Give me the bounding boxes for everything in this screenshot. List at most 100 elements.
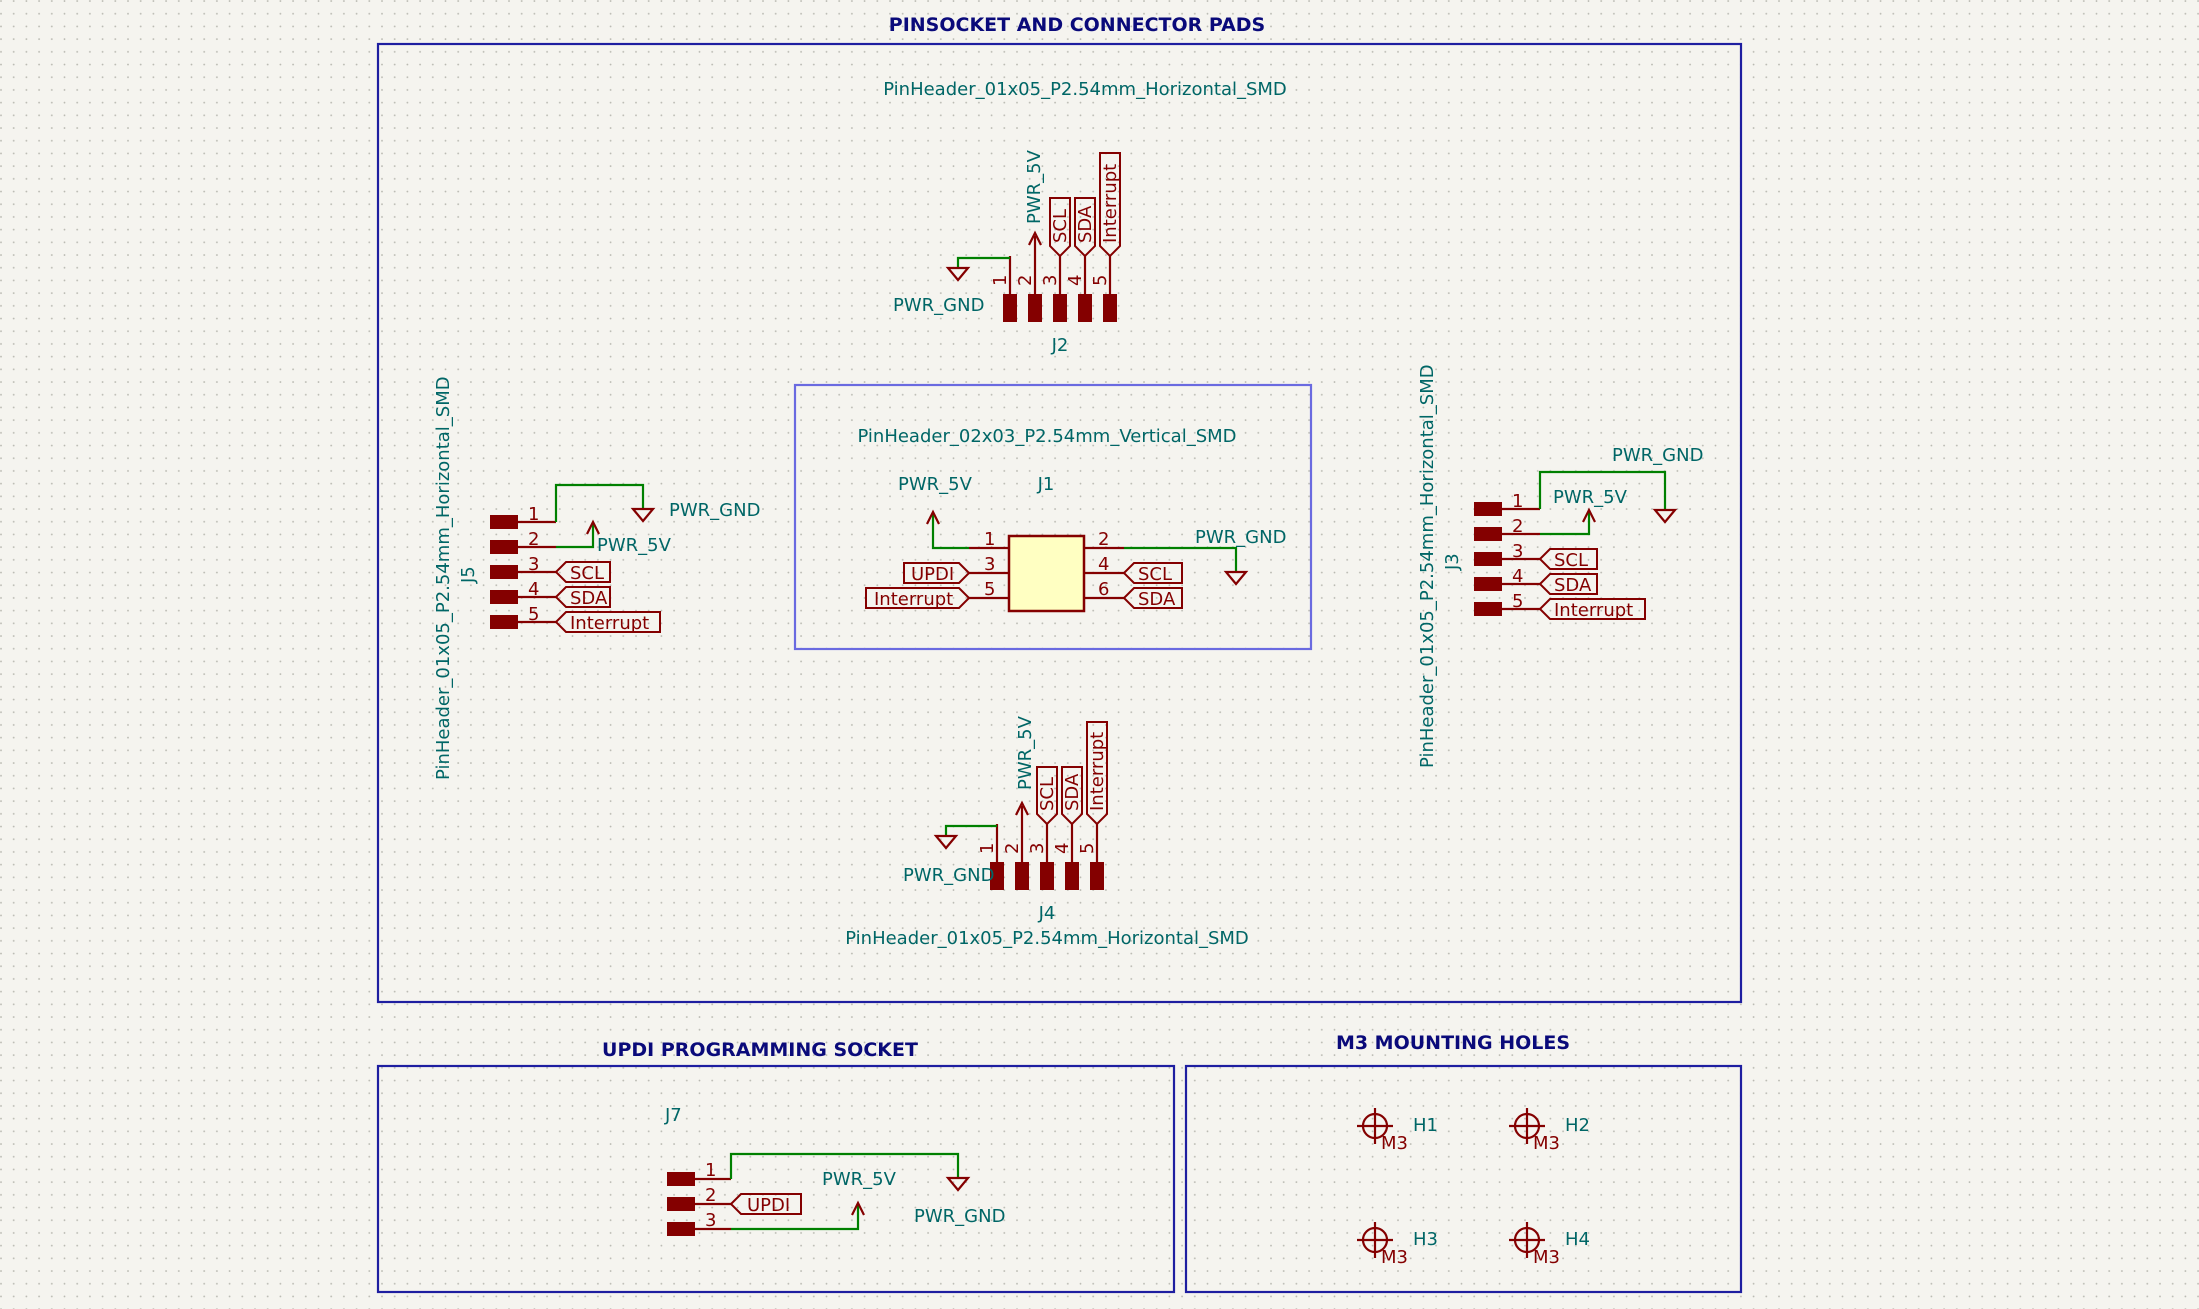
j7-pin-num-3: 3 [705,1210,716,1231]
j7-gnd-wire [729,1152,960,1179]
j3-pin-num-4: 4 [1512,566,1523,587]
j5-scl-label: SCL [570,563,604,584]
mounting-hole-h4[interactable]: M3 H4 [1509,1222,1590,1268]
j7-gnd-label: PWR_GND [914,1206,1005,1227]
power-arrow-icon [851,1200,865,1216]
j5-pin-num-5: 5 [528,604,539,625]
j3-gnd-label: PWR_GND [1612,445,1703,466]
j1-body [1007,534,1086,613]
connector-j7[interactable]: J7 1 2 3 PWR_GND UPDI PWR_5V [664,1105,1005,1236]
j2-pad-4 [1078,294,1092,322]
j1-pin-num-4: 4 [1098,554,1109,575]
ground-icon [630,507,656,523]
j2-pin-num-2: 2 [1015,275,1036,286]
j1-gnd-label: PWR_GND [1195,527,1286,548]
j2-pad-5 [1103,294,1117,322]
power-arrow-icon [926,509,940,525]
j4-pad-3 [1040,862,1054,890]
crosshair-icon [1357,1222,1393,1258]
j7-5v-label: PWR_5V [822,1169,897,1190]
j3-sda-flag [1538,573,1598,595]
ground-icon [1652,508,1678,524]
power-arrow-icon [586,519,600,535]
j2-ref: J2 [1051,335,1069,356]
j2-gnd-wire [956,256,1010,268]
connector-j4[interactable]: 1 2 3 4 5 PWR_GND PWR_5V SCL SDA Interru… [845,715,1249,949]
ground-icon [933,834,959,850]
j1-footprint-label: PinHeader_02x03_P2.54mm_Vertical_SMD [857,426,1236,447]
j1-pin-num-6: 6 [1098,579,1109,600]
j7-5v-wire [731,1205,860,1231]
j4-pin-num-1: 1 [977,843,998,854]
h1-tag: M3 [1381,1133,1408,1154]
h4-ref: H4 [1565,1229,1590,1250]
connector-j5[interactable]: PinHeader_01x05_P2.54mm_Horizontal_SMD J… [433,376,760,780]
mounting-hole-h2[interactable]: M3 H2 [1509,1108,1590,1154]
j4-int-label: Interrupt [1087,732,1108,811]
section-frame-updi [376,1064,1176,1294]
section-title-mounting: M3 MOUNTING HOLES [1336,1032,1570,1054]
j2-pad-2 [1028,294,1042,322]
j7-pin-lines [695,1177,731,1231]
h2-tag: M3 [1533,1133,1560,1154]
j3-pad-1 [1474,502,1502,516]
j7-ref: J7 [664,1105,682,1126]
j5-pad-4 [490,590,518,604]
connector-j2[interactable]: PinHeader_01x05_P2.54mm_Horizontal_SMD 1… [883,79,1287,356]
mounting-hole-h3[interactable]: M3 H3 [1357,1222,1438,1268]
j3-int-label: Interrupt [1554,600,1633,621]
j4-pad-4 [1065,862,1079,890]
j2-int-label: Interrupt [1100,164,1121,243]
j7-pin-num-1: 1 [705,1160,716,1181]
j4-pad-1 [990,862,1004,890]
j4-pad-5 [1090,862,1104,890]
connector-j3[interactable]: PinHeader_01x05_P2.54mm_Horizontal_SMD J… [1417,364,1703,768]
j3-scl-flag [1538,548,1598,570]
j1-int-label: Interrupt [874,589,953,610]
j3-gnd-wire [1538,470,1667,510]
j4-footprint-label: PinHeader_01x05_P2.54mm_Horizontal_SMD [845,928,1249,949]
j7-updi-flag [729,1193,802,1215]
j1-pin-num-2: 2 [1098,529,1109,550]
j7-pin-num-2: 2 [705,1185,716,1206]
j3-footprint-label: PinHeader_01x05_P2.54mm_Horizontal_SMD [1417,364,1438,768]
j5-pin-num-3: 3 [528,554,539,575]
j1-ref: J1 [1037,474,1055,495]
j7-pad-2 [667,1197,695,1211]
j5-pad-5 [490,615,518,629]
j4-ref: J4 [1038,903,1056,924]
j5-int-label: Interrupt [570,613,649,634]
j3-sda-label: SDA [1554,575,1592,596]
j7-pad-1 [667,1172,695,1186]
j1-pin-num-3: 3 [984,554,995,575]
j4-pad-2 [1015,862,1029,890]
j4-pin-lines [995,806,1099,862]
j5-pad-1 [490,515,518,529]
j2-pin-num-1: 1 [990,275,1011,286]
j5-pin-lines [518,520,556,624]
j4-pin-num-4: 4 [1052,843,1073,854]
connector-j1[interactable]: PinHeader_02x03_P2.54mm_Vertical_SMD J1 … [793,383,1313,651]
j2-pin-num-3: 3 [1040,275,1061,286]
j5-5v-wire [556,524,595,549]
j5-ref: J5 [458,566,479,584]
j3-scl-label: SCL [1554,550,1588,571]
j1-gnd-wire [1124,546,1238,572]
j3-pin-lines [1502,507,1540,611]
j2-pin-lines [1008,236,1112,294]
j2-sda-flag [1074,197,1096,258]
section-frame-mounting [1184,1064,1743,1294]
j5-pad-3 [490,565,518,579]
j1-5v-wire [931,514,969,550]
h4-tag: M3 [1533,1247,1560,1268]
j2-pad-3 [1053,294,1067,322]
j5-5v-label: PWR_5V [597,535,672,556]
j4-scl-label: SCL [1037,777,1058,811]
j5-footprint-label: PinHeader_01x05_P2.54mm_Horizontal_SMD [433,376,454,780]
j3-5v-wire [1540,512,1591,536]
mounting-hole-h1[interactable]: M3 H1 [1357,1108,1438,1154]
j5-sda-label: SDA [570,588,608,609]
j4-pin-num-5: 5 [1077,843,1098,854]
j5-gnd-label: PWR_GND [669,500,760,521]
